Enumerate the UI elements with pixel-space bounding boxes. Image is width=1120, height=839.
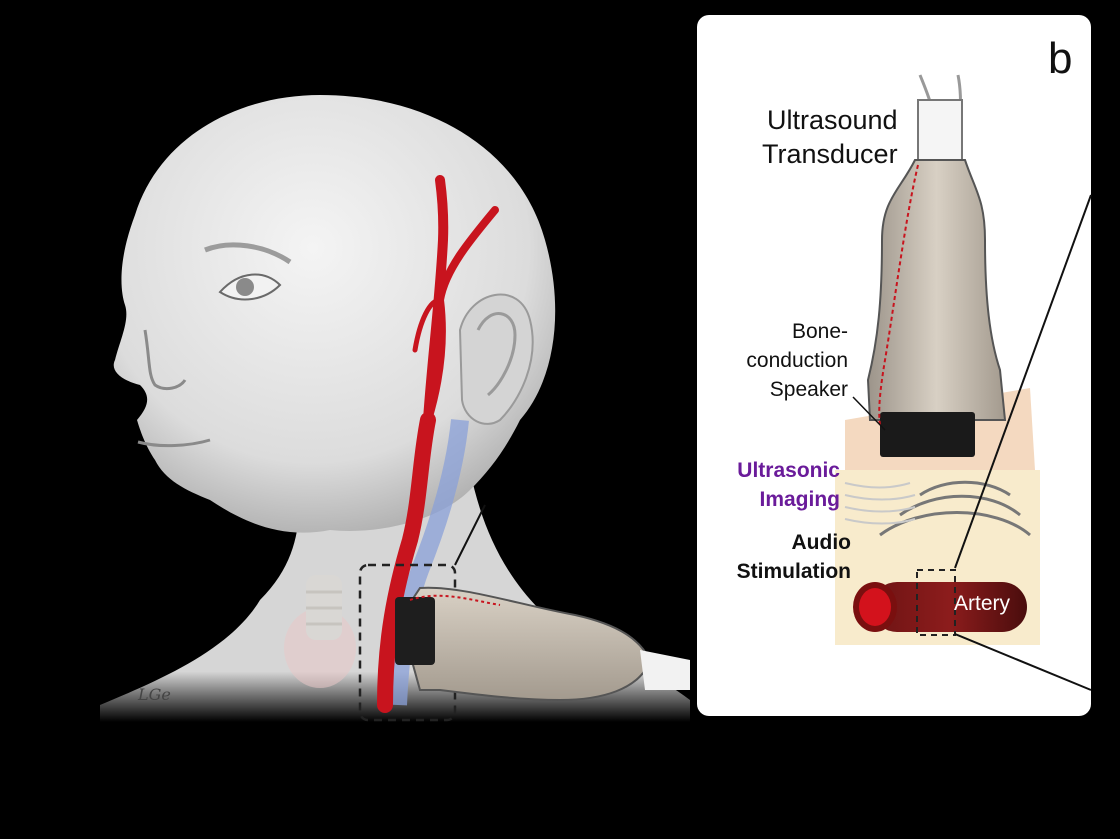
panel-transducer xyxy=(866,74,1007,457)
audio-waves xyxy=(844,482,916,525)
audio-label: Audio Stimulation xyxy=(727,528,851,586)
transducer-label-line2: Transducer xyxy=(762,139,898,169)
neck-probe xyxy=(395,586,690,702)
artery-cylinder xyxy=(853,569,1027,636)
panel-b xyxy=(697,15,1092,716)
transducer-label: Ultrasound Transducer xyxy=(762,103,898,171)
imaging-label-line2: Imaging xyxy=(759,488,840,511)
artist-signature: LGe xyxy=(137,685,171,704)
carotid-artery xyxy=(377,175,499,713)
speaker-label-line1: Bone- xyxy=(791,320,848,343)
audio-label-line2: Stimulation xyxy=(736,560,851,583)
panel-label: b xyxy=(1048,34,1073,83)
audio-label-line1: Audio xyxy=(791,531,851,554)
mouth xyxy=(137,438,211,448)
imaging-label: Ultrasonic Imaging xyxy=(730,456,840,514)
speaker-label: Bone- conduction Speaker xyxy=(740,317,848,404)
speaker-label-line2: conduction xyxy=(746,349,848,372)
imaging-label-line1: Ultrasonic xyxy=(737,459,840,482)
eyebrow xyxy=(204,242,292,265)
thyroid xyxy=(284,575,356,688)
speaker-label-line3: Speaker xyxy=(769,378,848,401)
transducer-label-line1: Ultrasound xyxy=(766,105,898,135)
nose xyxy=(143,329,187,391)
artery-label: Artery xyxy=(954,592,1011,615)
head-illustration: LGe xyxy=(100,95,690,722)
